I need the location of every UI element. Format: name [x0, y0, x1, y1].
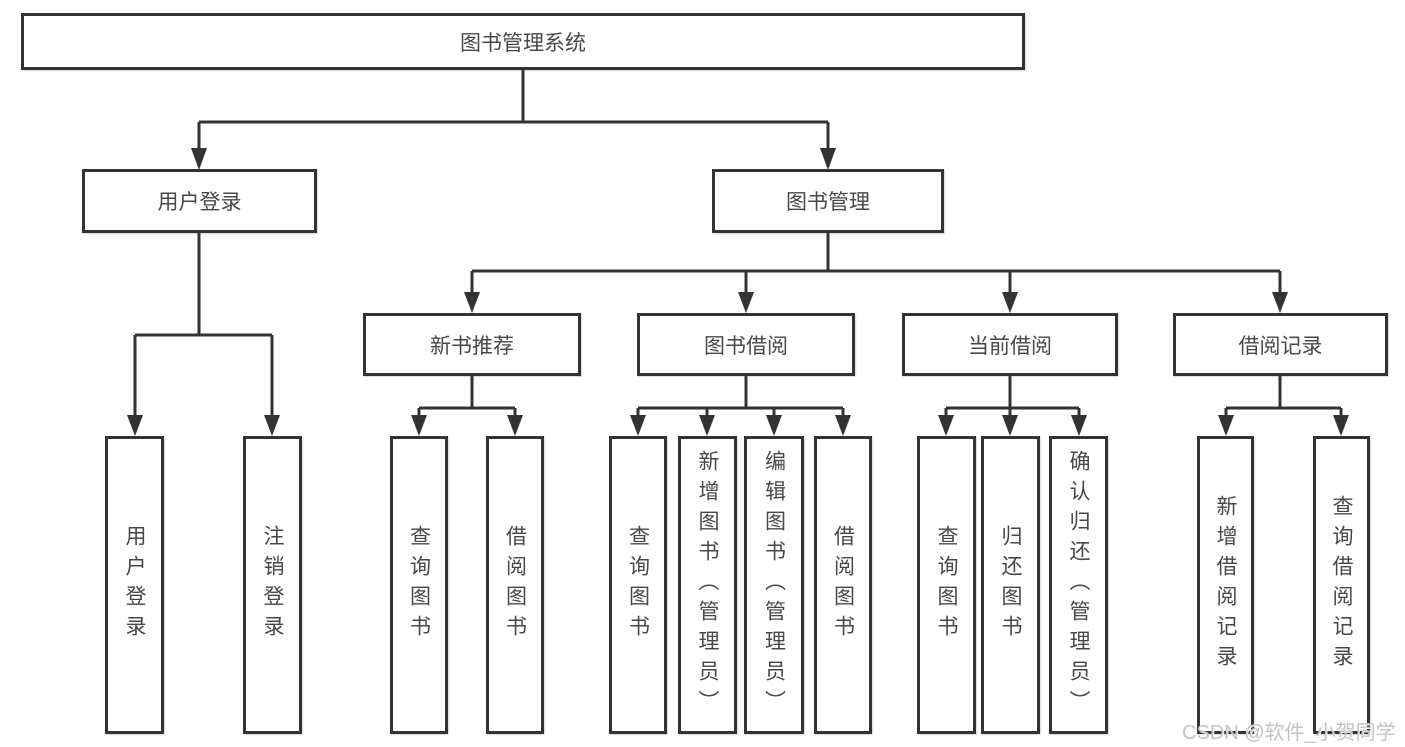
leaf-borrow-books: 借阅图书 [814, 436, 872, 734]
leaf-return-books: 归还图书 [981, 436, 1040, 734]
node-book-borrow-label: 图书借阅 [704, 334, 788, 358]
leaf-query-borrow-record-label: 查询借阅记录 [1330, 495, 1353, 675]
leaf-query-books-recommend-label: 查询图书 [407, 525, 431, 645]
node-book-borrow: 图书借阅 [637, 313, 855, 376]
leaf-borrow-books-recommend: 借阅图书 [486, 436, 544, 734]
node-current-borrow-label: 当前借阅 [968, 334, 1052, 358]
node-new-book-recommend-label: 新书推荐 [430, 334, 514, 358]
node-current-borrow: 当前借阅 [902, 313, 1118, 376]
leaf-query-books-current: 查询图书 [917, 436, 976, 734]
leaf-edit-books-admin-label: 编辑图书（管理员） [762, 450, 786, 720]
leaf-query-books-current-label: 查询图书 [935, 525, 958, 645]
leaf-logout-label: 注销登录 [261, 525, 284, 645]
node-user-login-label: 用户登录 [157, 191, 242, 214]
node-user-login: 用户登录 [82, 169, 317, 233]
leaf-query-books-borrow-label: 查询图书 [626, 525, 650, 645]
arrowheads [127, 148, 1349, 436]
leaf-add-books-admin: 新增图书（管理员） [678, 436, 737, 734]
node-new-book-recommend: 新书推荐 [363, 313, 581, 376]
node-borrow-record-label: 借阅记录 [1238, 334, 1323, 358]
csdn-watermark: CSDN @软件_小贺同学 [1182, 722, 1396, 744]
leaf-confirm-return-admin-label: 确认归还（管理员） [1067, 450, 1090, 720]
node-root-label: 图书管理系统 [460, 31, 586, 55]
leaf-edit-books-admin: 编辑图书（管理员） [744, 436, 804, 734]
leaf-add-borrow-record: 新增借阅记录 [1197, 436, 1254, 734]
leaf-query-books-borrow: 查询图书 [609, 436, 667, 734]
leaf-user-login-label: 用户登录 [123, 525, 146, 645]
leaf-borrow-books-label: 借阅图书 [831, 525, 855, 645]
leaf-borrow-books-recommend-label: 借阅图书 [503, 525, 527, 645]
leaf-return-books-label: 归还图书 [999, 525, 1022, 645]
node-book-management-label: 图书管理 [786, 191, 870, 214]
leaf-logout: 注销登录 [243, 436, 302, 734]
node-borrow-record: 借阅记录 [1173, 313, 1388, 376]
leaf-query-books-recommend: 查询图书 [390, 436, 448, 734]
leaf-add-books-admin-label: 新增图书（管理员） [696, 450, 719, 720]
leaf-confirm-return-admin: 确认归还（管理员） [1049, 436, 1108, 734]
node-root: 图书管理系统 [21, 13, 1025, 70]
leaf-query-borrow-record: 查询借阅记录 [1313, 436, 1370, 734]
leaf-add-borrow-record-label: 新增借阅记录 [1214, 495, 1237, 675]
node-book-management: 图书管理 [712, 169, 944, 233]
leaf-user-login: 用户登录 [105, 436, 164, 734]
